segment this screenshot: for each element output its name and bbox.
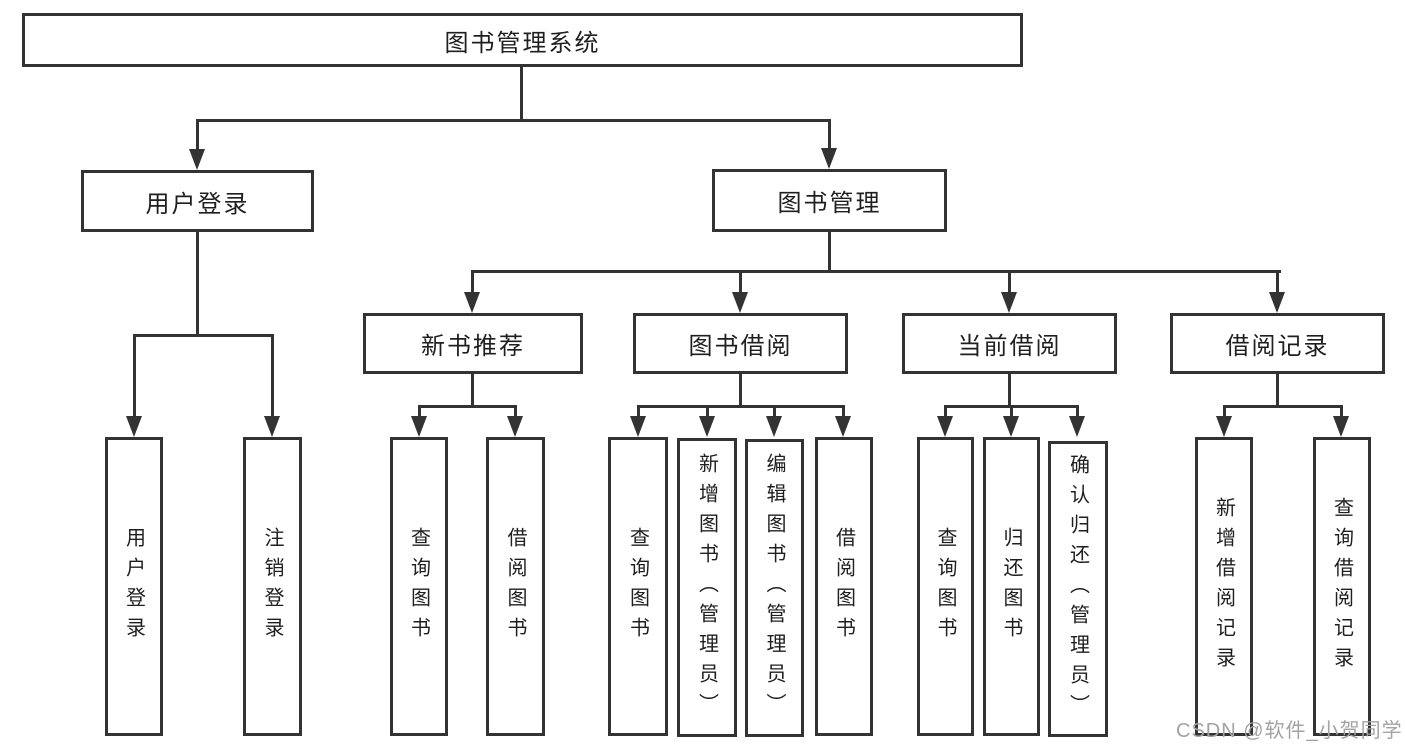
arrow-down-icon [507,416,523,437]
arrow-down-icon [126,416,142,437]
arrow-down-icon [937,416,953,437]
node-leaf-borrow-books-borrowing: 借阅图书 [815,437,873,736]
arrow-down-icon [835,416,851,437]
arrow-down-icon [1333,416,1349,437]
node-leaf-query-books-borrowing: 查询图书 [608,437,668,736]
connector-line [1340,405,1343,419]
arrow-down-icon [1216,416,1232,437]
connector-line [196,119,831,122]
connector-line [1223,405,1226,419]
connector-line [514,405,517,419]
connector-line [739,270,742,295]
connector-line [739,374,742,408]
connector-line [471,374,474,408]
connector-line [196,119,199,153]
connector-line [828,232,831,273]
arrow-down-icon [1003,416,1019,437]
arrow-down-icon [699,416,715,437]
connector-line [271,334,274,419]
arrow-down-icon [264,416,280,437]
arrow-down-icon [1069,416,1085,437]
node-new-book-recommend: 新书推荐 [363,313,583,374]
connector-line [1076,405,1079,419]
node-leaf-add-borrow-record: 新增借阅记录 [1195,437,1253,736]
connector-line [637,405,640,419]
connector-line [1008,374,1011,408]
node-leaf-query-borrow-record: 查询借阅记录 [1313,437,1371,736]
connector-line [520,67,523,122]
connector-line [1008,270,1011,295]
node-leaf-borrow-books-recommend: 借阅图书 [486,437,545,736]
node-leaf-query-books-recommend: 查询图书 [390,437,448,736]
arrow-down-icon [766,416,782,437]
connector-line [828,119,831,152]
arrow-down-icon [1269,292,1285,313]
arrow-down-icon [821,148,837,169]
connector-line [944,405,947,419]
connector-line [842,405,845,419]
node-book-management: 图书管理 [712,169,947,232]
arrow-down-icon [630,416,646,437]
connector-line [1223,405,1343,408]
connector-line [418,405,517,408]
node-leaf-return-books: 归还图书 [983,437,1040,736]
arrow-down-icon [411,416,427,437]
connector-line [1276,374,1279,408]
node-library-system: 图书管理系统 [22,13,1023,67]
connector-line [637,405,845,408]
connector-line [706,405,709,419]
node-leaf-user-login: 用户登录 [105,437,163,736]
connector-line [471,270,474,295]
node-leaf-logout: 注销登录 [243,437,302,736]
node-current-borrowing: 当前借阅 [902,313,1117,374]
node-user-login-branch: 用户登录 [81,170,314,232]
connector-line [133,334,274,337]
node-leaf-edit-books-admin: 编辑图书（管理员） [745,439,804,737]
connector-line [773,405,776,419]
node-leaf-add-books-admin: 新增图书（管理员） [677,438,737,737]
connector-line [1276,270,1279,295]
node-borrowing-records: 借阅记录 [1170,313,1385,374]
arrow-down-icon [464,292,480,313]
arrow-down-icon [189,149,205,170]
node-leaf-confirm-return-admin: 确认归还（管理员） [1048,441,1108,737]
connector-line [196,232,199,337]
arrow-down-icon [732,292,748,313]
arrow-down-icon [1001,292,1017,313]
connector-line [471,270,1281,273]
node-leaf-query-books-current: 查询图书 [917,437,974,736]
csdn-watermark: CSDN @软件_小贺同学 [1176,720,1403,742]
connector-line [418,405,421,419]
connector-line [1010,405,1013,419]
node-book-borrowing: 图书借阅 [633,313,848,374]
connector-line [133,334,136,419]
